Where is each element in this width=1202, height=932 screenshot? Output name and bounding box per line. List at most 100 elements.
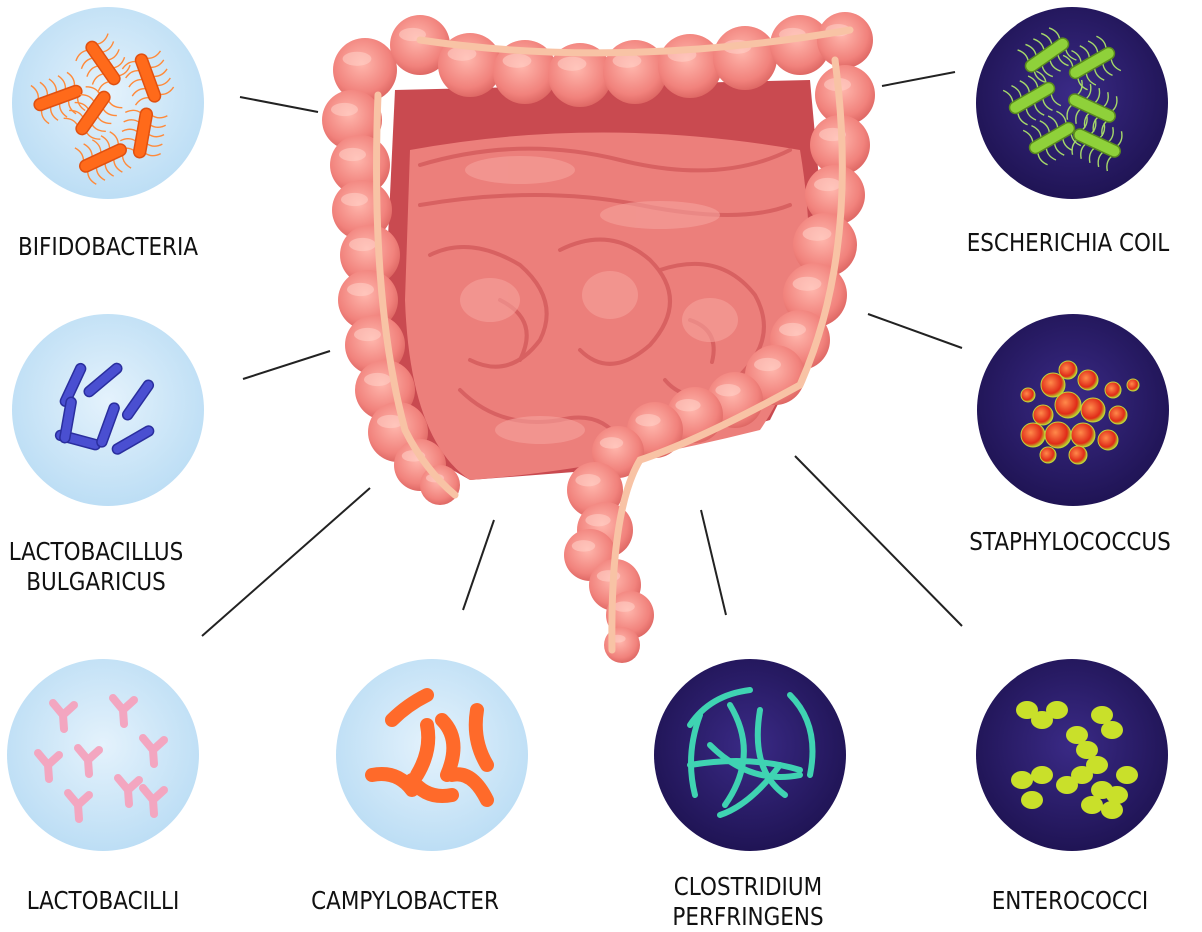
bacterium-cell	[1070, 422, 1096, 448]
bacterium-cell	[132, 107, 154, 159]
bacterium-cell	[1073, 128, 1121, 158]
campylobacter-circle	[336, 659, 528, 851]
bacterium-cell	[1031, 711, 1053, 729]
bacterium-cell	[1056, 776, 1078, 794]
bacterium-cell	[139, 734, 168, 768]
bacterium-cell	[1031, 766, 1053, 784]
colon-lobe-highlight	[342, 51, 372, 66]
colon-lobe-highlight	[349, 237, 376, 252]
bacterium-cell	[1068, 93, 1116, 123]
bacterium-cell	[688, 712, 703, 798]
bacterium-cell	[134, 53, 162, 103]
colon-lobe-highlight	[339, 147, 366, 162]
bacterium-cell	[83, 362, 123, 398]
bacterium-cell	[74, 744, 103, 778]
bacterium-cell	[1032, 404, 1054, 426]
colon-lobe-highlight	[447, 46, 477, 61]
bacterium-cell	[109, 694, 138, 728]
bifidobacteria-label: BIFIDOBACTERIA	[0, 232, 246, 262]
colon-lobe-highlight	[635, 414, 661, 427]
bacterium-cell	[1024, 37, 1070, 73]
connector-lines	[201, 71, 963, 637]
bacterium-cell	[111, 425, 155, 455]
bacterium-cell	[405, 773, 459, 803]
campylobacter-label: CAMPYLOBACTER	[267, 886, 542, 916]
escherichia-coil-circle	[976, 7, 1168, 199]
bacterium-cell	[445, 767, 494, 807]
bacterium-cell	[114, 774, 143, 808]
colon-lobe-highlight	[377, 414, 404, 429]
small-intestine	[405, 132, 809, 480]
bacterium-cell	[410, 718, 436, 782]
colon-lobe-highlight	[571, 540, 596, 552]
colon-lobe-highlight	[575, 474, 601, 487]
colon-lobe-highlight	[354, 327, 381, 342]
bacterium-cell	[687, 758, 803, 773]
bacterium-cell	[385, 688, 434, 727]
colon-lobe	[658, 34, 722, 98]
connector-line	[794, 455, 963, 627]
colon-lobe	[817, 12, 873, 68]
colon-lobe-highlight	[347, 282, 374, 297]
bacterium-cell	[1081, 796, 1103, 814]
bacterium-cell	[1108, 405, 1128, 425]
colon-lobe-highlight	[814, 177, 841, 192]
escherichia-coil-label: ESCHERICHIA COIL	[930, 228, 1202, 258]
label-line: LACTOBACILLUS	[8, 537, 184, 566]
bacterium-cell	[121, 379, 155, 421]
label-line: PERFRINGENS	[672, 902, 824, 931]
bacterium-cell	[1080, 397, 1106, 423]
colon-lobe-highlight	[599, 437, 624, 449]
bifidobacteria-circle	[12, 7, 204, 199]
bacterium-cell	[33, 84, 83, 112]
bacterium-cell	[687, 687, 753, 728]
bacterium-cell	[1066, 726, 1088, 744]
bacterium-cell	[64, 789, 93, 823]
connector-line	[239, 96, 319, 113]
label-line: CLOSTRIDIUM	[673, 872, 823, 901]
label-line: LACTOBACILLI	[26, 886, 180, 915]
lactobacilli-circle	[7, 659, 199, 851]
colon-lobe-highlight	[502, 53, 532, 68]
colon-lobe-highlight	[802, 226, 832, 241]
enterococci-circle	[976, 659, 1168, 851]
colon-lobe-highlight	[331, 102, 358, 117]
connector-line	[867, 313, 963, 349]
bacterium-cell	[1126, 378, 1140, 392]
colon-lobe-highlight	[364, 372, 391, 387]
bacterium-cell	[722, 702, 747, 808]
bacterium-cell	[1101, 801, 1123, 819]
bacterium-cell	[717, 762, 783, 818]
bacterium-cell	[79, 143, 127, 173]
label-line: STAPHYLOCOCCUS	[969, 527, 1171, 556]
colon-lobe-highlight	[341, 192, 368, 207]
colon-lobe-highlight	[792, 276, 822, 291]
connector-line	[700, 509, 727, 616]
bacterium-cell	[1091, 706, 1113, 724]
bacterium-cell	[59, 362, 87, 408]
bacterium-cell	[1068, 445, 1088, 465]
bacterium-cell	[1021, 791, 1043, 809]
bacterium-cell	[707, 742, 803, 780]
connector-line	[201, 487, 371, 637]
staphylococcus-circle	[977, 314, 1169, 506]
bacteria-cluster	[687, 687, 816, 818]
circle-background	[976, 659, 1168, 851]
taenia-band	[373, 26, 854, 654]
colon-lobe-highlight	[612, 53, 642, 68]
bacterium-cell	[468, 703, 494, 772]
bacterium-cell	[1040, 372, 1066, 398]
bacteria-circles	[7, 7, 1169, 851]
lactobacillus-bulgaricus-circle	[12, 314, 204, 506]
clostridium-perfringens-circle	[654, 659, 846, 851]
bacterium-cell	[1101, 721, 1123, 739]
colon-lobe-highlight	[779, 322, 806, 337]
bacterium-cell	[1086, 756, 1108, 774]
bacterium-cell	[1028, 121, 1076, 155]
bacterium-cell	[96, 402, 120, 448]
label-line: ESCHERICHIA COIL	[966, 228, 1170, 257]
label-line: BIFIDOBACTERIA	[17, 232, 199, 261]
bacterium-cell	[1044, 421, 1072, 449]
